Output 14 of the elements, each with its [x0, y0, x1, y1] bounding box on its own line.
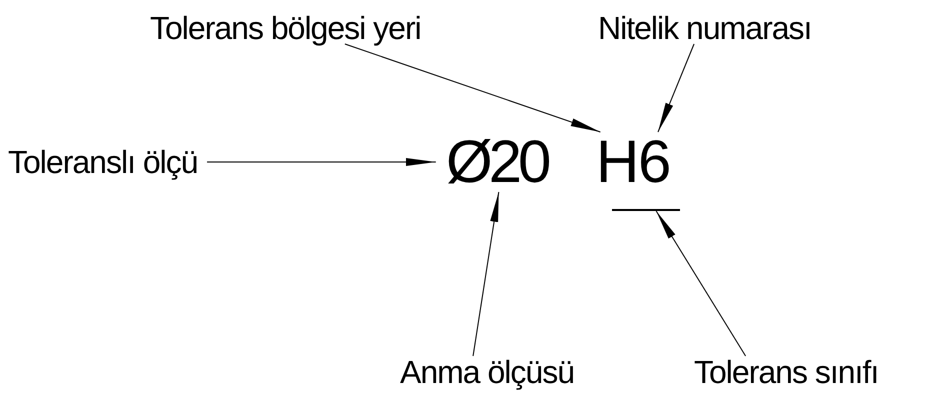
callout-label: Tolerans bölgesi yeri	[150, 12, 421, 44]
leader-arrow	[206, 158, 436, 166]
underline-bar	[612, 209, 680, 211]
tolerance-symbol: 6	[638, 132, 672, 192]
tolerance-symbol: H	[596, 132, 640, 192]
tolerance-symbol: Ø20	[446, 132, 548, 192]
callout-label: Nitelik numarası	[598, 12, 812, 44]
callout-label: Toleranslı ölçü	[8, 146, 198, 178]
leader-arrow	[472, 192, 500, 356]
leader-arrow	[656, 210, 746, 356]
leader-arrow	[658, 44, 695, 132]
leader-arrow	[344, 44, 601, 132]
callout-label: Anma ölçüsü	[400, 356, 574, 388]
callout-label: Tolerans sınıfı	[694, 356, 878, 388]
